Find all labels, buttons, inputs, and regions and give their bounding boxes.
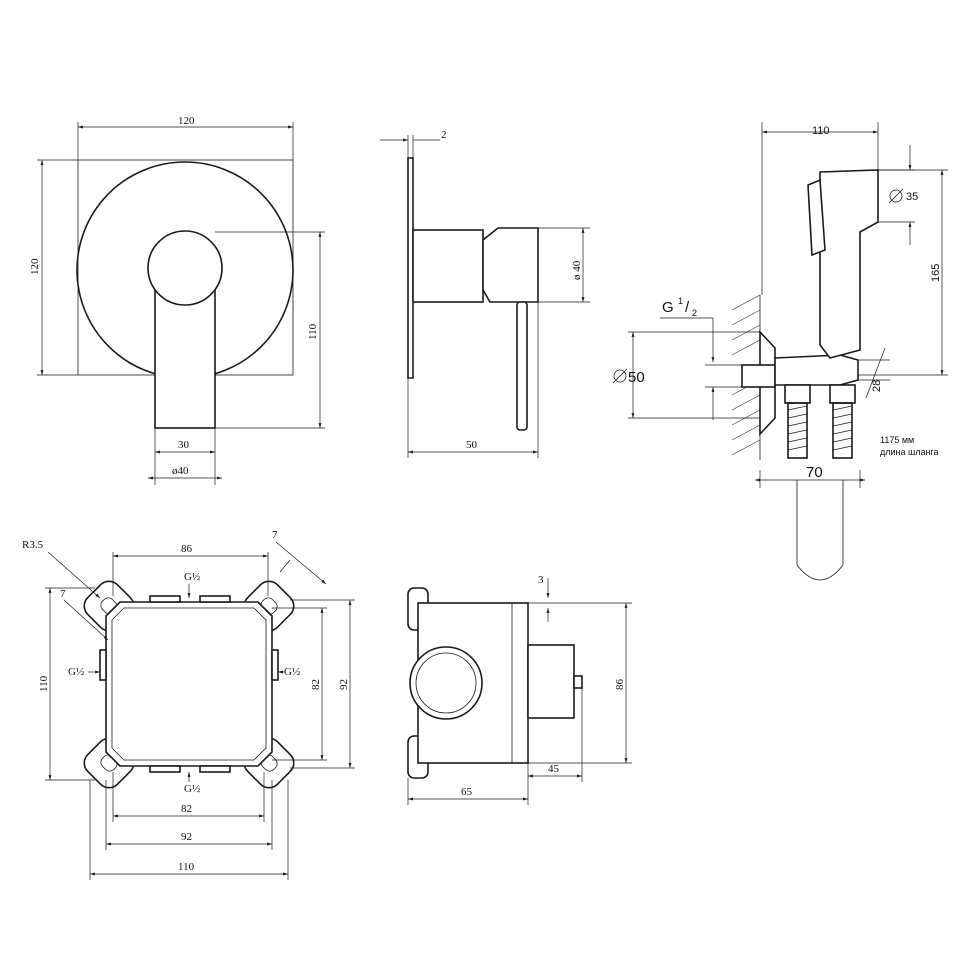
dim-height-165: 165 bbox=[930, 264, 942, 282]
dim-bottom-82: 82 bbox=[181, 803, 192, 815]
port-label-top: G½ bbox=[184, 571, 200, 583]
thread-slash: / bbox=[685, 299, 690, 316]
port-outer-circle bbox=[409, 646, 483, 720]
wall-plate bbox=[407, 157, 414, 379]
box-outer bbox=[105, 601, 273, 767]
dim-diameter-40: ø40 bbox=[172, 465, 189, 477]
thread-label-denominator: 2 bbox=[692, 308, 697, 318]
dim-stem-45: 45 bbox=[548, 763, 560, 775]
body-cylinder bbox=[412, 229, 484, 303]
diameter-symbol-icon-2 bbox=[613, 369, 627, 383]
port-tab-top-left bbox=[149, 595, 181, 603]
dim-width-110: 110 bbox=[812, 125, 830, 137]
installation-box-side: 3 86 45 65 bbox=[407, 574, 632, 805]
dim-height-120: 120 bbox=[29, 258, 41, 275]
hygienic-shower-view: 110 35 165 G 1 / 2 50 28 bbox=[612, 122, 948, 581]
holder-arm bbox=[774, 354, 859, 386]
dim-body-diameter: ø 40 bbox=[571, 260, 583, 280]
port-label-bottom: G½ bbox=[184, 783, 200, 795]
dim-lever-width-30: 30 bbox=[178, 439, 190, 451]
dim-radius-3-5: R3.5 bbox=[22, 539, 44, 551]
dim-lever-height-110: 110 bbox=[307, 323, 319, 340]
hose-nut-left bbox=[784, 384, 811, 404]
port-label-left: G½ bbox=[68, 666, 84, 678]
dim-plate-2: 2 bbox=[441, 129, 447, 141]
dim-offset-3: 3 bbox=[538, 574, 544, 586]
dim-flange-diameter-50: 50 bbox=[628, 369, 645, 386]
dim-width-120: 120 bbox=[178, 115, 195, 127]
valve-stem bbox=[527, 644, 575, 719]
port-tab-top-right bbox=[199, 595, 231, 603]
port-tab-right bbox=[271, 649, 279, 681]
thread-label-numerator: 1 bbox=[678, 296, 683, 306]
port-tab-left bbox=[99, 649, 107, 681]
front-view-mixer: 120 120 110 30 ø40 bbox=[29, 115, 325, 485]
hose-length-caption: длина шланга bbox=[880, 447, 939, 457]
hose-length-value: 1175 мм bbox=[880, 435, 914, 445]
shower-head bbox=[819, 169, 879, 359]
dim-holder-diameter-28: 28 bbox=[871, 380, 883, 392]
dim-inner-height-82: 82 bbox=[310, 679, 322, 690]
port-label-right: G½ bbox=[284, 666, 300, 678]
side-view-mixer: 2 ø 40 50 bbox=[380, 129, 590, 458]
dim-top-width-86: 86 bbox=[181, 543, 193, 555]
thread-label-g: G bbox=[662, 299, 674, 316]
dim-height-92: 92 bbox=[338, 679, 350, 690]
hose-loop bbox=[796, 480, 844, 581]
lever-body-circle bbox=[147, 230, 223, 306]
box-inner bbox=[111, 607, 267, 761]
handle-body bbox=[482, 227, 539, 303]
stem-tip bbox=[573, 675, 583, 689]
port-inner-circle bbox=[415, 652, 477, 714]
shower-trigger bbox=[807, 178, 826, 257]
thread-connector bbox=[741, 364, 776, 388]
hose-coils bbox=[787, 402, 853, 459]
dim-hose-spacing-70: 70 bbox=[806, 464, 823, 481]
dim-bottom-92: 92 bbox=[181, 831, 192, 843]
installation-box-front: G½ G½ G½ G½ R3.5 86 7 7 110 82 bbox=[22, 529, 355, 880]
hose-nut-right bbox=[829, 384, 856, 404]
handle-lever bbox=[516, 301, 528, 431]
port-tab-bottom-left bbox=[149, 765, 181, 773]
dim-height-86: 86 bbox=[614, 679, 626, 691]
dim-bottom-110: 110 bbox=[178, 861, 195, 873]
dim-slot-depth-7: 7 bbox=[60, 588, 66, 600]
dim-depth-65: 65 bbox=[461, 786, 473, 798]
diameter-symbol-icon bbox=[889, 189, 903, 203]
dim-head-diameter-35: 35 bbox=[906, 191, 918, 203]
dim-depth-50: 50 bbox=[466, 439, 478, 451]
port-tab-bottom-right bbox=[199, 765, 231, 773]
dim-height-110: 110 bbox=[38, 675, 50, 692]
dim-slot-width-7: 7 bbox=[272, 529, 278, 541]
